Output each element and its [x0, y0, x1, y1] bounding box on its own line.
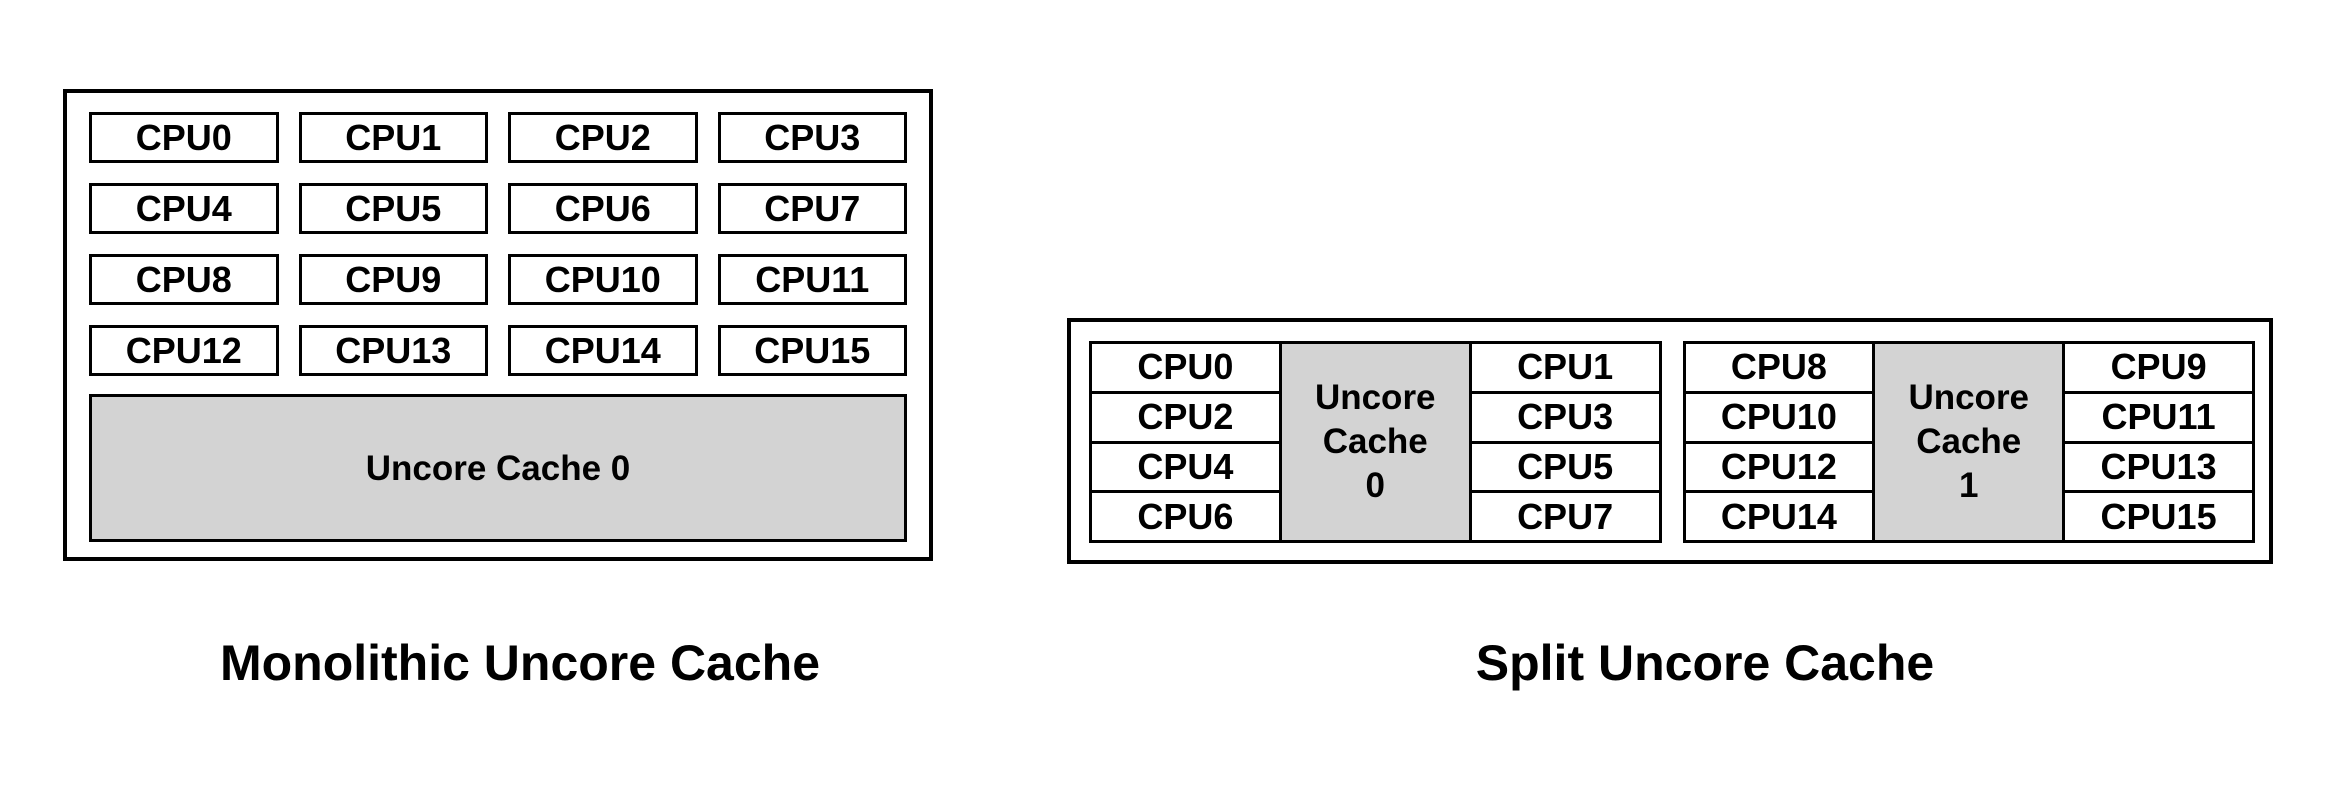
cache-line: 1 [1959, 466, 1979, 505]
cpu-label: CPU11 [755, 258, 870, 300]
cpu-label: CPU3 [764, 116, 861, 158]
cpu-label: CPU12 [125, 329, 242, 371]
cpu-label: CPU14 [544, 329, 661, 371]
cpu-cell: CPU10 [1682, 390, 1876, 444]
cpu-label: CPU10 [544, 258, 661, 300]
split-group-0: CPU0 Uncore Cache 0 CPU1 CPU2 CPU3 CPU4 … [1089, 341, 1662, 543]
cpu-cell: CPU12 [1682, 440, 1876, 494]
uncore-cache-0-box: Uncore Cache 0 [89, 394, 907, 542]
cpu-cell: CPU15 [2062, 490, 2255, 543]
cpu-box: CPU13 [298, 325, 488, 376]
cache-line: Uncore [1314, 378, 1436, 417]
cpu-grid: CPU0 CPU1 CPU2 CPU3 CPU4 CPU5 CPU6 CPU7 … [89, 112, 907, 376]
split-caption: Split Uncore Cache [1475, 635, 1935, 691]
cpu-cell: CPU0 [1089, 341, 1282, 394]
cpu-box: CPU5 [298, 183, 488, 234]
uncore-cache-label: Uncore Cache 0 [365, 448, 631, 488]
cpu-cell: CPU11 [2062, 390, 2255, 444]
cpu-cell: CPU1 [1468, 341, 1662, 394]
cpu-box: CPU14 [508, 325, 698, 376]
cpu-box: CPU2 [508, 112, 698, 163]
cache-line: Cache [1916, 422, 2022, 461]
cpu-box: CPU15 [717, 325, 907, 376]
cpu-label: CPU4 [135, 187, 232, 229]
cpu-box: CPU0 [89, 112, 279, 163]
cpu-cell: CPU6 [1089, 490, 1282, 543]
cpu-cell: CPU13 [2062, 440, 2255, 494]
monolithic-caption: Monolithic Uncore Cache [219, 635, 821, 691]
cpu-box: CPU8 [89, 254, 279, 305]
cpu-box: CPU9 [298, 254, 488, 305]
cpu-box: CPU3 [717, 112, 907, 163]
cpu-label: CPU13 [335, 329, 452, 371]
cpu-label: CPU0 [135, 116, 232, 158]
cpu-label: CPU9 [345, 258, 442, 300]
uncore-cache-0-cell: Uncore Cache 0 [1278, 341, 1472, 543]
cache-line: Cache [1322, 422, 1428, 461]
cpu-box: CPU11 [717, 254, 907, 305]
split-group-0-table: CPU0 Uncore Cache 0 CPU1 CPU2 CPU3 CPU4 … [1089, 341, 1662, 543]
split-figure: CPU0 Uncore Cache 0 CPU1 CPU2 CPU3 CPU4 … [1067, 318, 2273, 564]
cpu-cell: CPU8 [1682, 341, 1876, 394]
cpu-cell: CPU14 [1682, 490, 1876, 543]
uncore-cache-1-cell: Uncore Cache 1 [1872, 341, 2066, 543]
cpu-label: CPU5 [345, 187, 442, 229]
cpu-label: CPU15 [754, 329, 871, 371]
cpu-label: CPU8 [135, 258, 232, 300]
cpu-label: CPU1 [345, 116, 442, 158]
cache-line: 0 [1365, 466, 1385, 505]
split-group-1-table: CPU8 Uncore Cache 1 CPU9 CPU10 CPU11 CPU… [1682, 341, 2256, 543]
cpu-box: CPU1 [298, 112, 488, 163]
cpu-cell: CPU7 [1468, 490, 1662, 543]
cpu-label: CPU7 [764, 187, 861, 229]
cache-line: Uncore [1908, 378, 2030, 417]
monolithic-figure: CPU0 CPU1 CPU2 CPU3 CPU4 CPU5 CPU6 CPU7 … [63, 89, 933, 561]
cpu-box: CPU7 [717, 183, 907, 234]
cpu-cell: CPU9 [2062, 341, 2255, 394]
cpu-box: CPU6 [508, 183, 698, 234]
cpu-box: CPU10 [508, 254, 698, 305]
cpu-label: CPU6 [554, 187, 651, 229]
cpu-box: CPU12 [89, 325, 279, 376]
split-group-1: CPU8 Uncore Cache 1 CPU9 CPU10 CPU11 CPU… [1682, 341, 2256, 543]
cpu-box: CPU4 [89, 183, 279, 234]
cpu-cell: CPU3 [1468, 390, 1662, 444]
cpu-cell: CPU4 [1089, 440, 1282, 494]
cpu-cell: CPU5 [1468, 440, 1662, 494]
cpu-label: CPU2 [554, 116, 651, 158]
cpu-cell: CPU2 [1089, 390, 1282, 444]
